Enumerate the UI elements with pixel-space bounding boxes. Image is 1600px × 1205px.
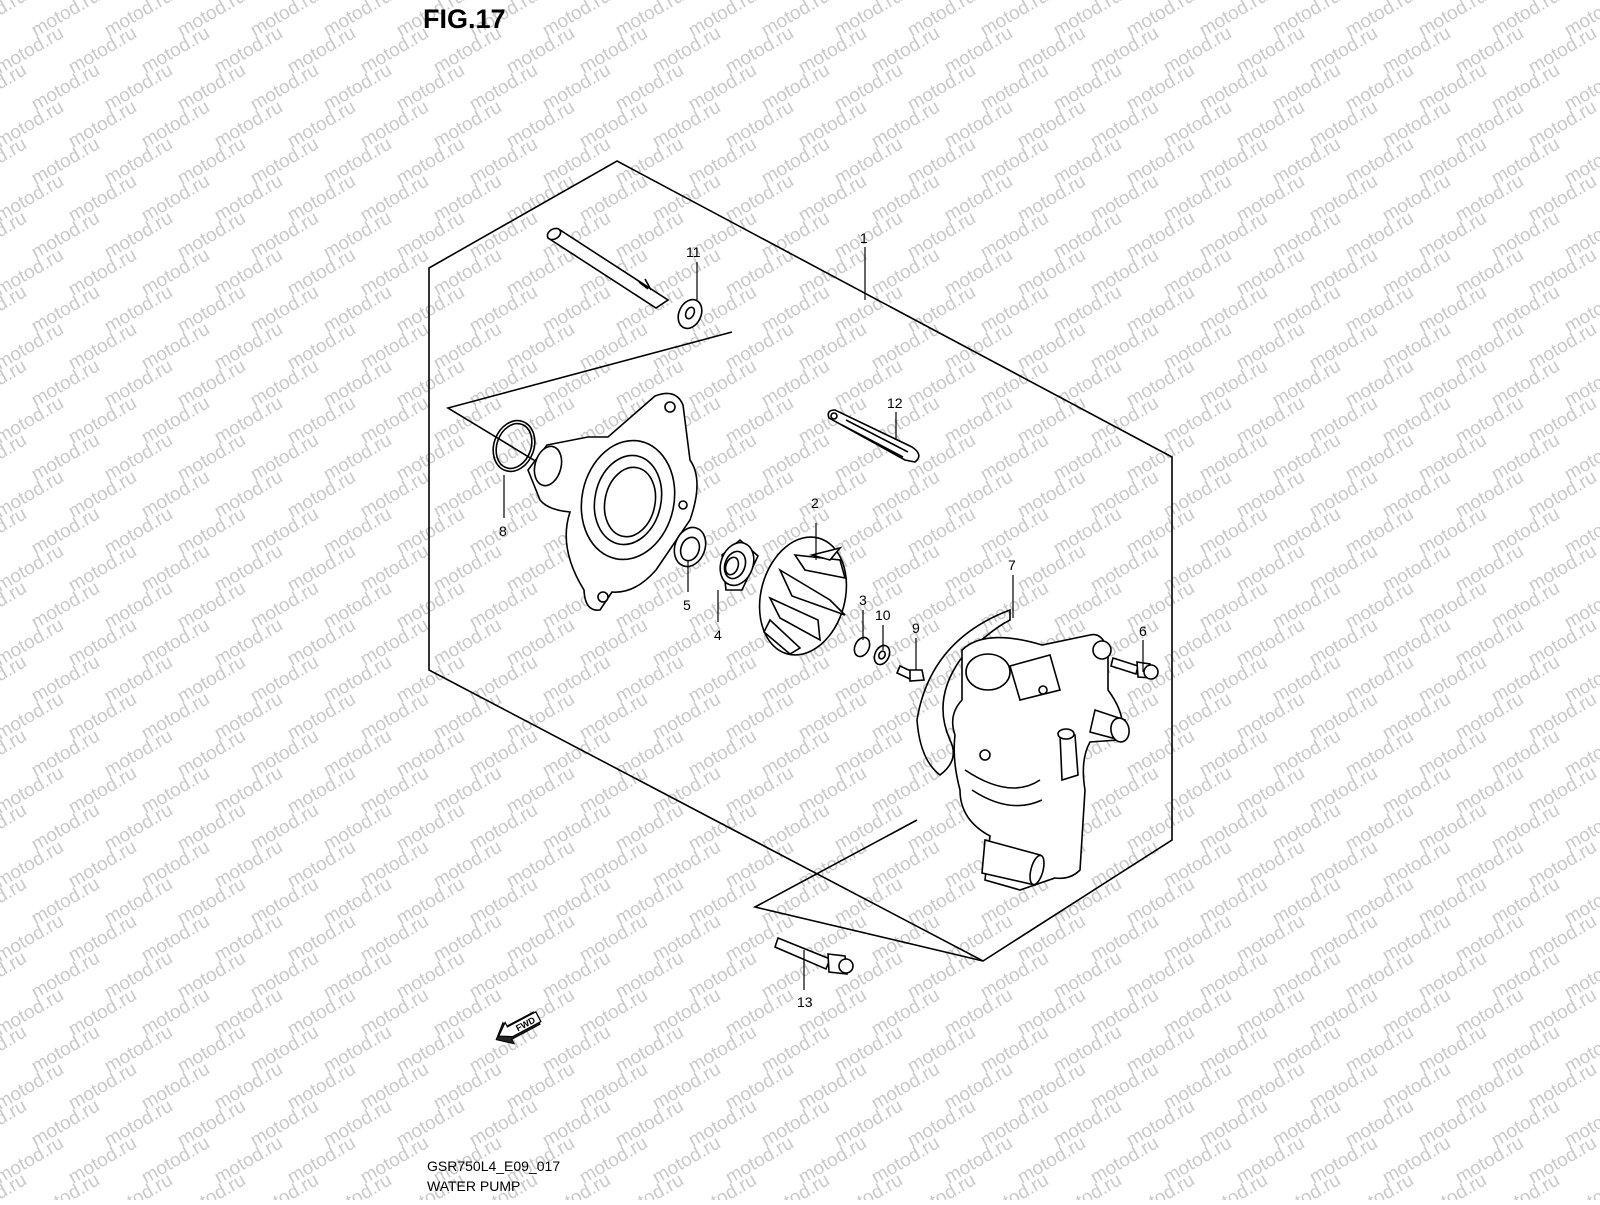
drawing-code: GSR750L4_E09_017: [427, 1158, 561, 1174]
callout-6: 6: [1139, 623, 1147, 639]
callout-11: 11: [686, 244, 701, 260]
part-pump-cover: [527, 392, 698, 611]
watermark-text: motod.ru: [0, 948, 30, 1004]
callout-8: 8: [499, 523, 507, 539]
watermark-text: motod.ru: [0, 134, 30, 190]
part-12-chain-guide: [827, 409, 920, 463]
part-11-washer: [677, 298, 703, 330]
watermark-text: motod.ru: [101, 1170, 176, 1200]
part-5-oil-seal: [673, 526, 707, 568]
watermark-text: motod.ru: [1050, 1170, 1125, 1200]
part-10-washer: [873, 644, 891, 666]
callout-1: 1: [860, 230, 868, 246]
watermark-text: motod.ru: [758, 1170, 833, 1200]
watermark-text: motod.ru: [0, 874, 30, 930]
watermark-text: motod.ru: [1196, 1170, 1271, 1200]
watermark-text: motod.ru: [1269, 1170, 1344, 1200]
watermark-text: motod.ru: [0, 1096, 30, 1152]
part-8-o-ring: [492, 419, 536, 473]
watermark-text: motod.ru: [0, 282, 30, 338]
watermark-text: motod.ru: [0, 430, 30, 486]
callout-2: 2: [811, 495, 819, 511]
watermark-text: motod.ru: [612, 1170, 687, 1200]
watermark-text: motod.ru: [1561, 1170, 1600, 1200]
callout-10: 10: [875, 607, 891, 623]
callout-9: 9: [912, 620, 920, 636]
watermark-text: motod.ru: [1342, 1170, 1417, 1200]
watermark-text: motod.ru: [977, 1170, 1052, 1200]
watermark-text: motod.ru: [174, 1170, 249, 1200]
callout-12: 12: [887, 395, 903, 411]
watermark-text: motod.ru: [904, 1170, 979, 1200]
watermark-text: motod.ru: [0, 652, 30, 708]
watermark-text: motod.ru: [685, 1170, 760, 1200]
watermark-text: motod.ru: [320, 1170, 395, 1200]
watermark-text: motod.ru: [0, 504, 30, 560]
callout-7: 7: [1008, 557, 1016, 573]
frame-notch: [445, 331, 733, 486]
part-9-bolt: [895, 664, 925, 682]
watermark-text: motod.ru: [1488, 1170, 1563, 1200]
part-3-washer: [853, 636, 871, 658]
watermark-text: motod.ru: [1415, 1170, 1490, 1200]
watermark-text: motod.ru: [247, 1170, 322, 1200]
figure-title: FIG.17: [423, 4, 506, 34]
callout-5: 5: [683, 597, 691, 613]
watermark-text: motod.ru: [0, 726, 30, 782]
watermark-text: motod.ru: [0, 356, 30, 412]
watermark-text: motod.ru: [0, 578, 30, 634]
callout-4: 4: [714, 627, 722, 643]
watermark-text: motod.ru: [0, 208, 30, 264]
part-pipe-shaft: [546, 227, 670, 309]
part-4-mechanical-seal: [719, 538, 759, 591]
callout-3: 3: [859, 592, 867, 608]
callout-13: 13: [797, 994, 813, 1010]
watermark-text: motod.ru: [0, 800, 30, 856]
watermark-text: motod.ru: [0, 0, 30, 41]
watermark-text: motod.ru: [0, 60, 30, 116]
watermark-text: motod.ru: [28, 1170, 103, 1200]
figure-name: WATER PUMP: [427, 1178, 521, 1194]
watermark-text: motod.ru: [1123, 1170, 1198, 1200]
part-2-impeller: [758, 536, 848, 656]
watermark-text: motod.ru: [539, 1170, 614, 1200]
watermark-text: motod.ru: [831, 1170, 906, 1200]
part-6-bolt: [1110, 656, 1159, 680]
part-pump-housing: [951, 633, 1130, 891]
watermark-text: motod.ru: [0, 1022, 30, 1078]
